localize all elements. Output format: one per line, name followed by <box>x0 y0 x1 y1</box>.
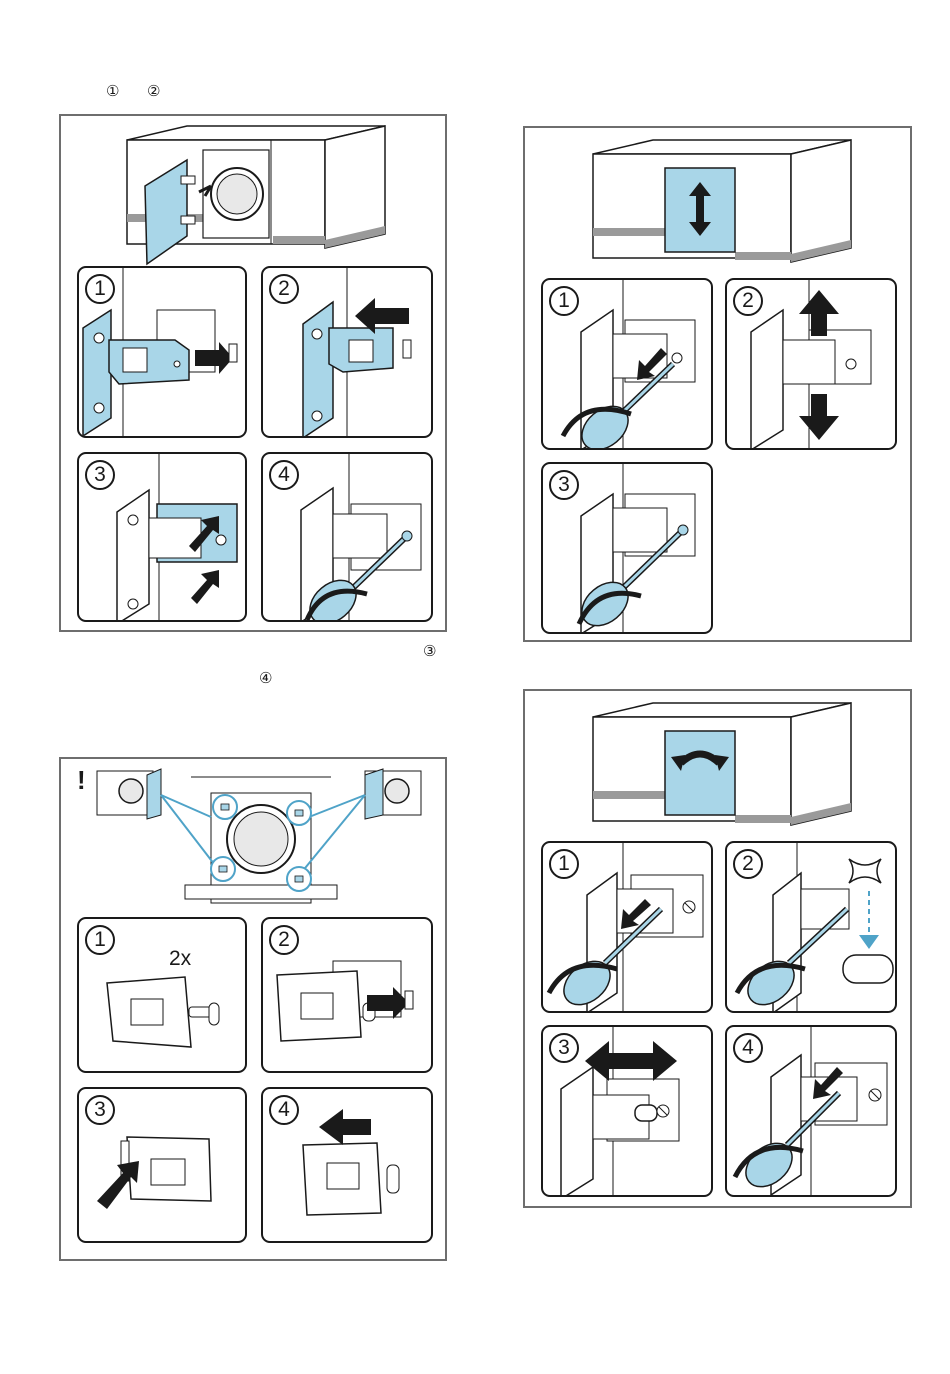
step-4-tilt: 4 <box>725 1025 897 1197</box>
step-number-badge: 4 <box>733 1033 763 1063</box>
panel-height-adjust: 1 2 3 <box>523 126 912 642</box>
step-number-badge: 2 <box>733 286 763 316</box>
step-number-badge: 1 <box>85 925 115 955</box>
step-number-badge: 3 <box>549 1033 579 1063</box>
buffer-positions-illustration <box>61 759 445 911</box>
step-2-buffers: 2 <box>261 917 433 1073</box>
ref-number-3: ③ <box>423 644 436 659</box>
cabinet-tilt-illustration <box>525 691 910 841</box>
ref-number-2: ② <box>147 84 160 99</box>
step-4-buffers: 4 <box>261 1087 433 1243</box>
cabinet-height-illustration <box>525 128 910 278</box>
step-number-badge: 3 <box>549 470 579 500</box>
step-number-badge: 4 <box>269 460 299 490</box>
step-3-buffers: 3 <box>77 1087 247 1243</box>
step-1-buffers: 1 2x <box>77 917 247 1073</box>
ref-number-1: ① <box>106 84 119 99</box>
step-number-badge: 1 <box>85 274 115 304</box>
step-1-loosen-screw: 1 <box>541 278 713 450</box>
step-2-hinge-slide: 2 <box>261 266 433 438</box>
step-1-hinge-insert: 1 <box>77 266 247 438</box>
step-2-move-up-down: 2 <box>725 278 897 450</box>
step-number-badge: 1 <box>549 286 579 316</box>
step-number-badge: 3 <box>85 460 115 490</box>
step-4-hinge-screw: 4 <box>261 452 433 622</box>
step-number-badge: 2 <box>733 849 763 879</box>
step-3-tighten-screw: 3 <box>541 462 713 634</box>
panel-tilt-adjust: 1 2 <box>523 689 912 1208</box>
cabinet-door-illustration <box>61 116 445 266</box>
step-number-badge: 2 <box>269 925 299 955</box>
step-number-badge: 4 <box>269 1095 299 1125</box>
step-3-tilt: 3 <box>541 1025 713 1197</box>
step-3-hinge-press: 3 <box>77 452 247 622</box>
step-number-badge: 3 <box>85 1095 115 1125</box>
step-number-badge: 2 <box>269 274 299 304</box>
ref-number-4: ④ <box>259 671 272 686</box>
panel-buffers: ! 1 2x <box>59 757 447 1261</box>
step-number-badge: 1 <box>549 849 579 879</box>
panel-door-hinges: 1 2 3 <box>59 114 447 632</box>
step-2-tilt: 2 <box>725 841 897 1013</box>
step-1-tilt: 1 <box>541 841 713 1013</box>
